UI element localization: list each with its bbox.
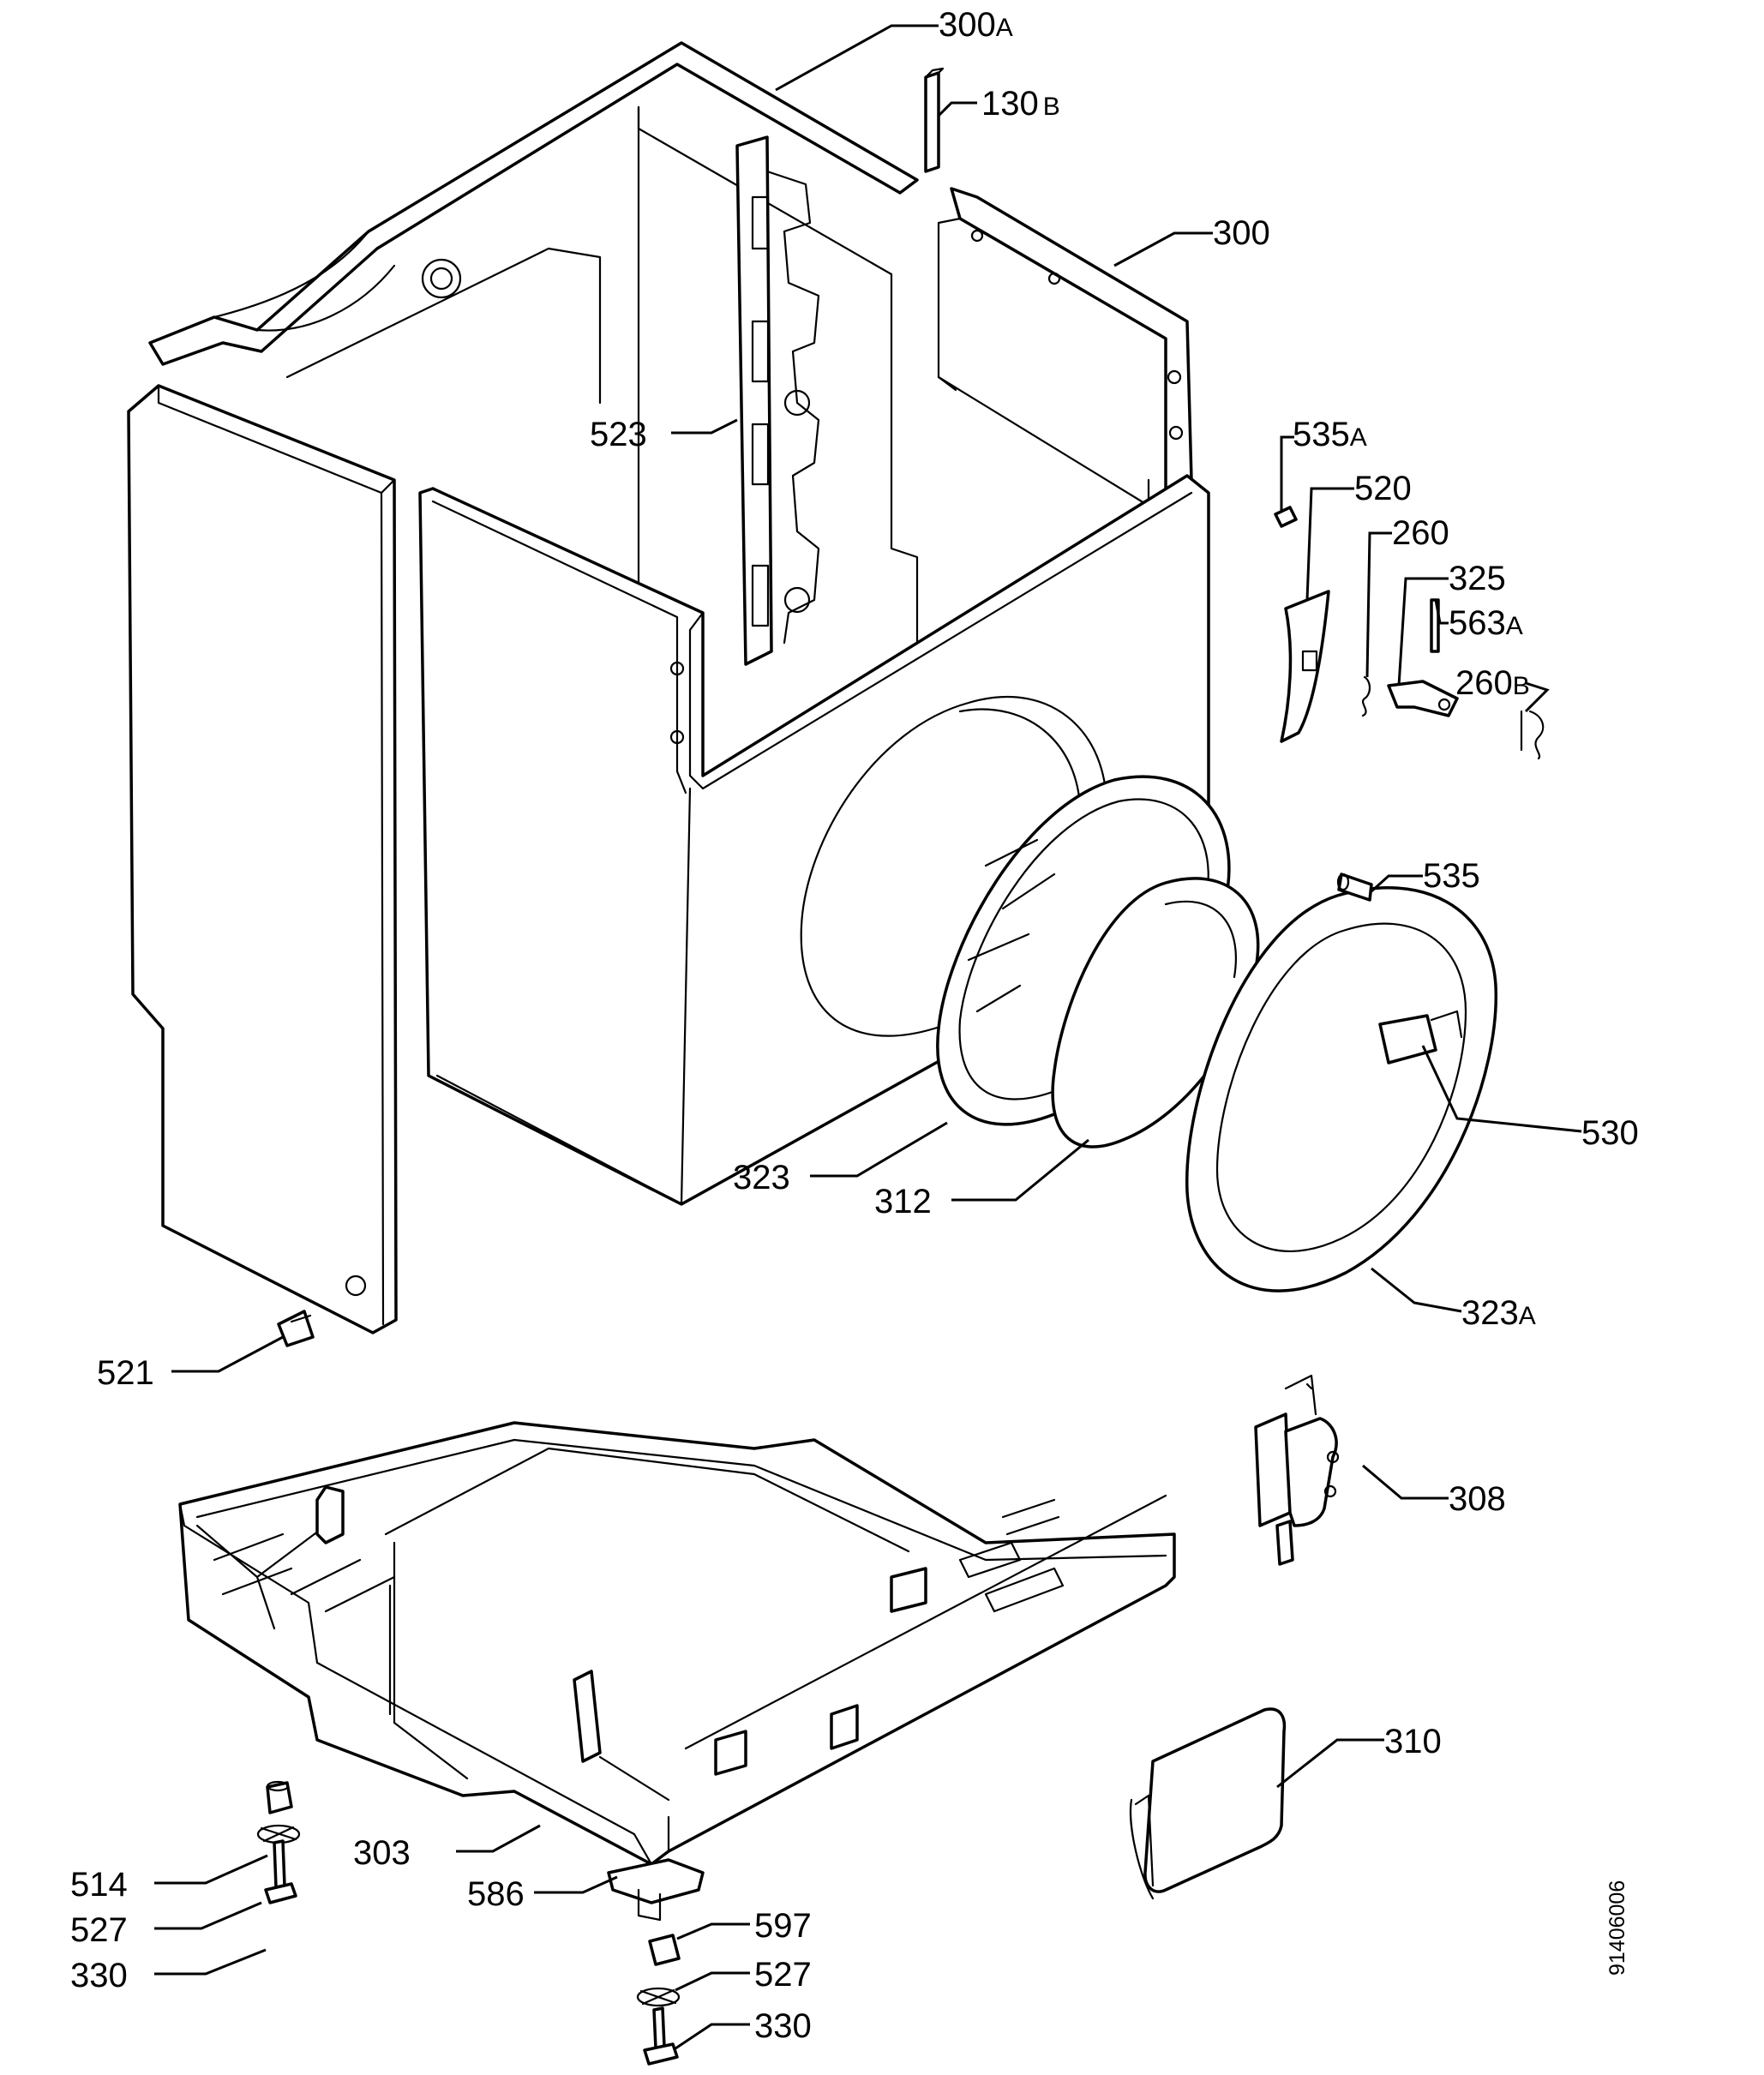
callout-325: 325 bbox=[1449, 560, 1506, 597]
base-frame bbox=[178, 1421, 1176, 1866]
rear-support-rail bbox=[735, 135, 820, 666]
door-lock-parts bbox=[1274, 506, 1545, 760]
seal-strip bbox=[924, 67, 945, 173]
callout-310: 310 bbox=[1384, 1723, 1442, 1760]
callout-523: 523 bbox=[590, 416, 647, 453]
callout-514: 514 bbox=[70, 1866, 128, 1904]
callout-303: 303 bbox=[353, 1834, 411, 1872]
callout-535: 535 bbox=[1423, 857, 1480, 895]
callout-308: 308 bbox=[1449, 1480, 1506, 1518]
front-panel bbox=[418, 474, 1210, 1206]
callout-300: 300 bbox=[1213, 214, 1270, 252]
left-foot-parts bbox=[256, 1780, 301, 1904]
callout-586: 586 bbox=[467, 1875, 525, 1913]
hinge-pin bbox=[1336, 873, 1373, 902]
service-cover bbox=[1129, 1707, 1287, 1900]
callout-520: 520 bbox=[1354, 470, 1412, 507]
callout-330-center: 330 bbox=[754, 2007, 812, 2045]
door-ring bbox=[1051, 877, 1260, 1148]
callout-312: 312 bbox=[874, 1183, 932, 1220]
callout-260: 260 bbox=[1392, 514, 1449, 552]
callout-563A: 563A bbox=[1449, 604, 1523, 642]
callout-527-center: 527 bbox=[754, 1956, 812, 1994]
callout-300A: 300A bbox=[939, 6, 1013, 44]
door-assembly bbox=[1185, 886, 1498, 1292]
door-hinge bbox=[1254, 1374, 1340, 1566]
screw-521 bbox=[277, 1310, 315, 1347]
callout-597: 597 bbox=[754, 1907, 812, 1945]
left-side-panel bbox=[127, 384, 398, 1334]
leader-lines bbox=[154, 24, 1582, 2050]
callout-527-left: 527 bbox=[70, 1911, 128, 1949]
callout-323: 323 bbox=[733, 1159, 790, 1196]
center-foot-parts bbox=[607, 1858, 705, 2066]
callout-323A: 323A bbox=[1461, 1294, 1536, 1332]
diagram-code: 91406006 bbox=[1605, 1880, 1629, 1976]
callout-521: 521 bbox=[97, 1354, 154, 1392]
callout-535A: 535A bbox=[1293, 416, 1367, 453]
callout-330-left: 330 bbox=[70, 1957, 128, 1994]
callout-260B: 260B bbox=[1455, 664, 1530, 702]
callout-530: 530 bbox=[1581, 1114, 1639, 1152]
